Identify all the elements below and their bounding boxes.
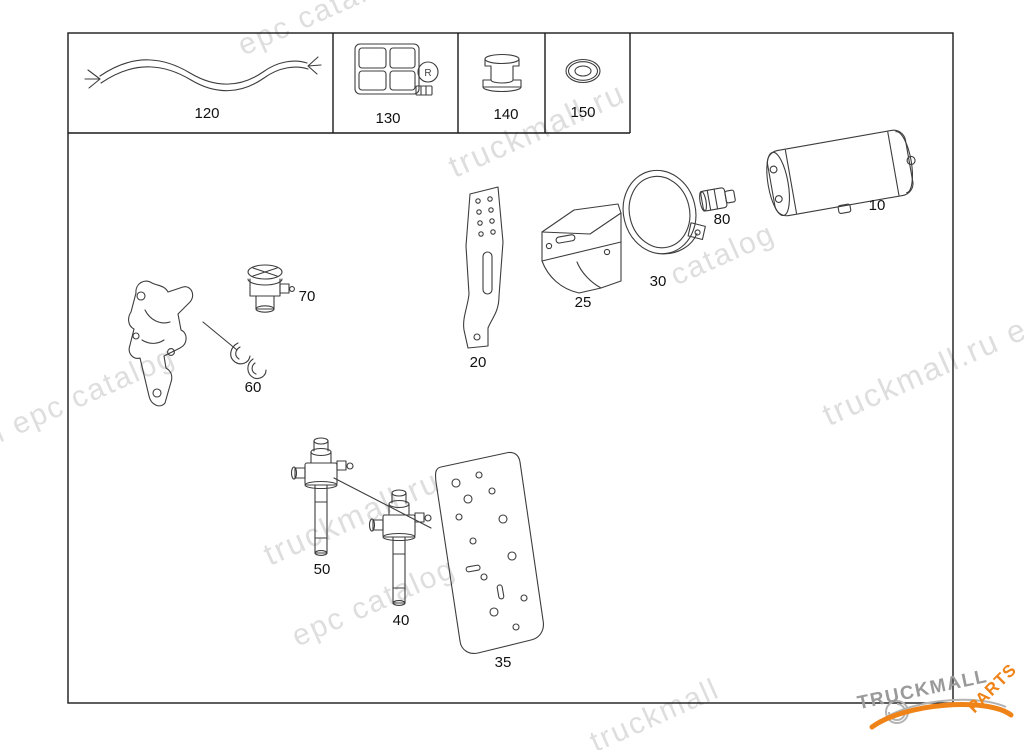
part-120-cable [84, 56, 322, 92]
part-35-mounting-plate [434, 451, 544, 654]
part-10-air-tank [766, 129, 916, 217]
callouts: 120 130 140 150 10 80 30 25 20 70 60 50 … [194, 104, 885, 671]
part-30-clamp-band [622, 169, 706, 255]
part-80-fitting [699, 187, 736, 212]
callout-140[interactable]: 140 [493, 106, 518, 123]
callout-70[interactable]: 70 [299, 288, 316, 305]
part-25-bracket [541, 203, 622, 294]
callout-130[interactable]: 130 [375, 110, 400, 127]
relay-letter: R [424, 68, 431, 79]
callout-35[interactable]: 35 [495, 654, 512, 671]
part-50-leveling-valve [290, 437, 354, 556]
callout-120[interactable]: 120 [194, 105, 219, 122]
diagram-frame [67, 32, 954, 704]
part-60-clips [230, 342, 267, 380]
callout-20[interactable]: 20 [470, 354, 487, 371]
part-40-leveling-valve [368, 489, 432, 606]
part-130-relay: R [354, 43, 439, 96]
part-70-valve [247, 264, 295, 313]
callout-50[interactable]: 50 [314, 561, 331, 578]
left-support-bracket [128, 280, 194, 407]
callout-10[interactable]: 10 [869, 197, 886, 214]
callout-150[interactable]: 150 [570, 104, 595, 121]
part-150-seal-ring [565, 58, 601, 84]
callout-80[interactable]: 80 [714, 211, 731, 228]
callout-25[interactable]: 25 [575, 294, 592, 311]
part-140-grommet [482, 53, 522, 93]
truckmall-logo: TRUCKMALL PARTS [856, 660, 1021, 730]
callout-40[interactable]: 40 [393, 612, 410, 629]
callout-60[interactable]: 60 [245, 379, 262, 396]
callout-30[interactable]: 30 [650, 273, 667, 290]
part-20-mounting-bracket [463, 186, 504, 349]
leader-line-bracket [202, 321, 238, 351]
